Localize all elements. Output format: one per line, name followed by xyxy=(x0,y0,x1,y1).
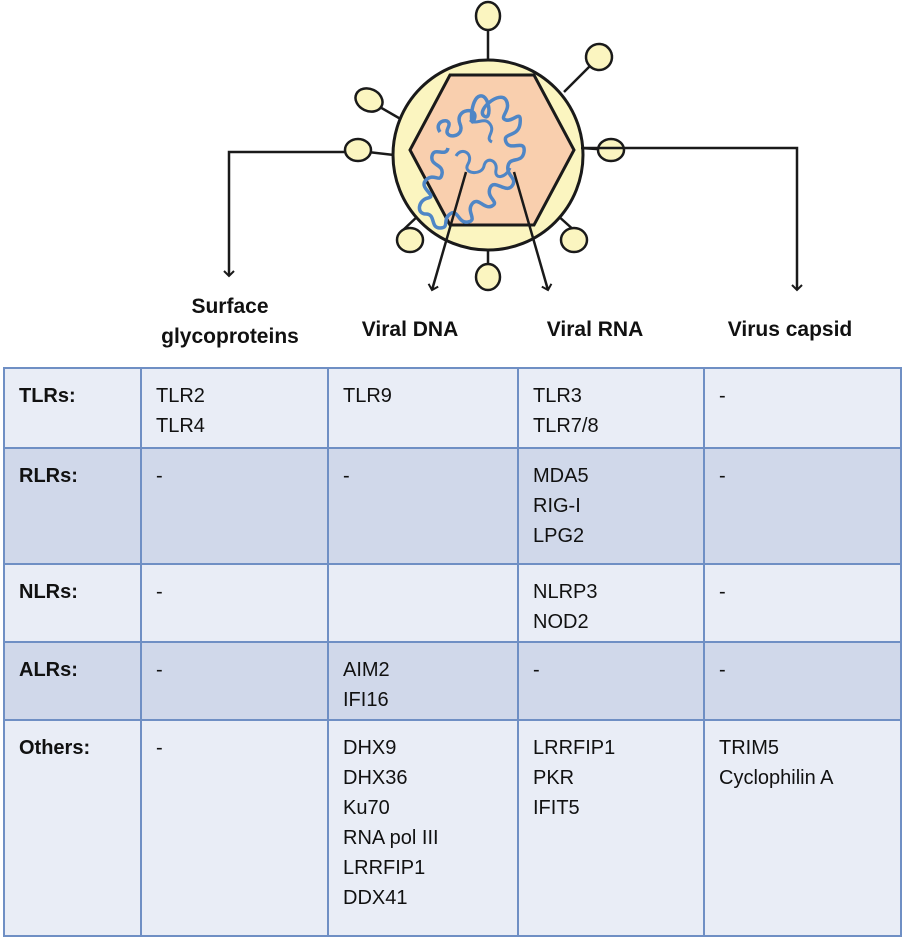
header-viral-dna: Viral DNA xyxy=(330,315,490,345)
header-viral-rna-text: Viral RNA xyxy=(546,318,644,341)
header-virus-capsid: Virus capsid xyxy=(700,315,880,345)
receptor-name: NOD2 xyxy=(533,611,589,633)
virus-diagram xyxy=(223,0,803,292)
arrow-surface-glycoproteins xyxy=(223,150,346,278)
receptor-cell: - xyxy=(140,719,329,937)
receptor-cell: - xyxy=(703,641,902,721)
receptor-name: DHX9 xyxy=(343,737,397,759)
header-viral-rna: Viral RNA xyxy=(515,315,675,345)
receptor-name: TLR2 xyxy=(156,385,205,407)
arrow-viral-rna xyxy=(512,171,553,292)
row-label: TLRs: xyxy=(3,367,142,449)
spike-knob xyxy=(474,262,502,292)
receptor-name: MDA5 xyxy=(533,465,589,487)
spike-knob xyxy=(474,0,502,32)
spike-knob xyxy=(584,42,614,72)
receptor-name: DHX36 xyxy=(343,767,408,789)
receptor-name: PKR xyxy=(533,767,575,789)
receptor-name: - xyxy=(533,659,540,681)
receptor-name: - xyxy=(156,737,163,759)
receptor-name: Ku70 xyxy=(343,797,390,819)
viral-genome-coil-detail xyxy=(454,118,512,178)
header-surface-glycoproteins-text: Surface glycoproteins xyxy=(161,295,299,348)
receptor-cell: - xyxy=(703,563,902,643)
receptor-name: AIM2 xyxy=(343,659,390,681)
spike-knob xyxy=(395,226,425,254)
receptor-cell: TLR9 xyxy=(327,367,519,449)
receptor-name: - xyxy=(719,465,726,487)
receptor-name: DDX41 xyxy=(343,887,408,909)
viral-genome-coil xyxy=(417,94,526,230)
receptor-name: - xyxy=(719,581,726,603)
receptor-name: - xyxy=(343,465,350,487)
receptor-name: IFIT5 xyxy=(533,797,580,819)
receptor-cell: - xyxy=(703,447,902,565)
spike-knob xyxy=(354,87,384,113)
receptor-cell: - xyxy=(703,367,902,449)
receptor-cell: - xyxy=(327,447,519,565)
receptor-name: TLR4 xyxy=(156,415,205,437)
receptor-name: LPG2 xyxy=(533,525,585,547)
receptor-name: - xyxy=(719,659,726,681)
receptor-cell xyxy=(327,563,519,643)
header-surface-glycoproteins: Surface glycoproteins xyxy=(135,292,325,352)
receptor-cell: - xyxy=(140,563,329,643)
receptor-name: - xyxy=(156,465,163,487)
receptor-name: IFI16 xyxy=(343,689,389,711)
arrow-viral-dna xyxy=(427,171,468,292)
recognition-arrows xyxy=(223,146,803,292)
row-label: ALRs: xyxy=(3,641,142,721)
arrow-virus-capsid xyxy=(581,146,803,292)
receptor-name: NLRP3 xyxy=(533,581,598,603)
receptor-name: TRIM5 xyxy=(719,737,779,759)
receptor-name: RNA pol III xyxy=(343,827,439,849)
receptor-cell: - xyxy=(140,447,329,565)
header-viral-dna-text: Viral DNA xyxy=(361,318,459,341)
row-label: RLRs: xyxy=(3,447,142,565)
receptor-name: Cyclophilin A xyxy=(719,767,834,789)
receptor-name: TLR9 xyxy=(343,385,392,407)
row-label: Others: xyxy=(3,719,142,937)
spike-knob xyxy=(343,137,373,163)
receptor-cell: - xyxy=(140,641,329,721)
header-virus-capsid-text: Virus capsid xyxy=(727,318,853,341)
receptor-name: - xyxy=(156,659,163,681)
receptor-name: LRRFIP1 xyxy=(343,857,426,879)
spike-knob xyxy=(559,226,589,254)
receptor-name: - xyxy=(719,385,726,407)
receptor-name: TLR7/8 xyxy=(533,415,599,437)
receptor-cell: - xyxy=(517,641,705,721)
receptor-name: RIG-I xyxy=(533,495,581,517)
spike-knob xyxy=(596,137,626,163)
row-label: NLRs: xyxy=(3,563,142,643)
receptor-name: LRRFIP1 xyxy=(533,737,616,759)
receptor-name: TLR3 xyxy=(533,385,582,407)
virus-capsid-hexagon xyxy=(408,73,576,227)
receptor-name: - xyxy=(156,581,163,603)
